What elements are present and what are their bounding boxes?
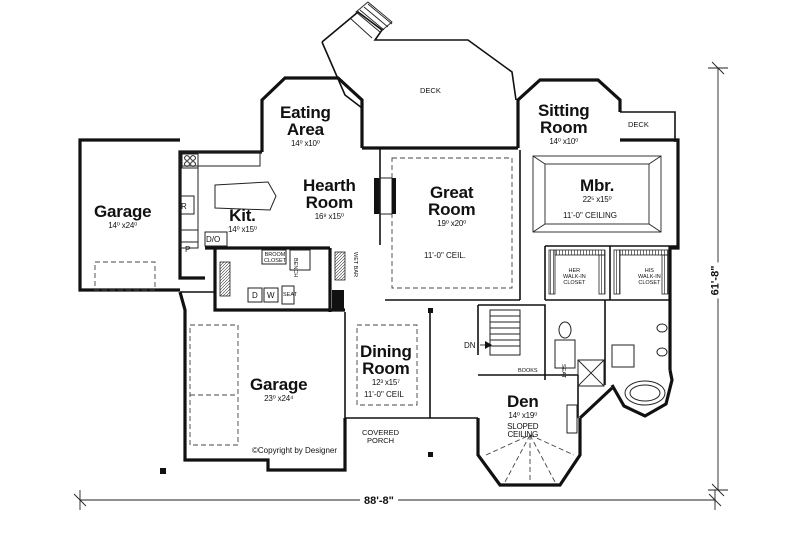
broom-closet-label: BROOM CLOSET <box>264 252 286 264</box>
garage-large-name: Garage <box>250 375 308 394</box>
mbr-name: Mbr. <box>580 176 615 195</box>
stairs-down-label: DN <box>464 341 476 350</box>
washer-label: W <box>267 291 275 300</box>
hearth-room-name-2: Room <box>305 193 354 212</box>
her-closet-1: HER <box>568 268 581 274</box>
books-label: BOOKS <box>518 368 538 374</box>
her-closet-label: HER WALK-IN CLOSET <box>563 268 586 286</box>
great-room-name-2: Room <box>428 200 476 219</box>
seat-laundry-label: SEAT <box>283 292 297 298</box>
master-bath-fixtures <box>554 321 668 406</box>
dimension-lines <box>73 61 728 510</box>
den-ceiling-2: CEILING <box>507 430 539 439</box>
covered-porch-label: COVERED PORCH <box>362 429 399 444</box>
master-closets <box>548 249 669 295</box>
garage-large-dims: 23⁰ x24⁴ <box>264 394 294 403</box>
den-ceiling-1: SLOPED <box>507 422 539 431</box>
fireplace <box>160 177 578 474</box>
covered-porch-name-2: PORCH <box>367 435 395 445</box>
great-room-name-1: Great <box>429 183 474 202</box>
sitting-room-name-2: Room <box>540 118 588 137</box>
bench-label: BENCH <box>292 258 298 278</box>
dashed-features <box>94 155 662 483</box>
deck-outline <box>321 1 517 109</box>
her-closet-2: WALK-IN <box>563 274 586 280</box>
overall-width: 88'-8" <box>360 496 398 507</box>
dining-room-name-2: Room <box>362 359 410 378</box>
mbr-ceiling: 11'-0" CEILING <box>563 211 618 220</box>
eating-area-name-2: Area <box>286 120 324 139</box>
stairs <box>480 309 521 356</box>
dryer-label: D <box>252 291 258 300</box>
refrigerator-label: R <box>181 202 187 211</box>
hearth-room-name-1: Hearth <box>303 176 356 195</box>
interior-walls <box>180 148 678 419</box>
mbr-dims: 22⁵ x15⁰ <box>582 195 612 204</box>
dining-room-dims: 12³ x15⁷ <box>371 378 400 387</box>
pantry-label: P <box>185 245 191 254</box>
great-room-label: Great Room 19⁰ x20⁰ <box>428 183 476 228</box>
sitting-room-dims: 14⁰ x10⁰ <box>549 137 579 146</box>
garage-small-dims: 14⁰ x24⁰ <box>108 221 138 230</box>
den-dims: 14⁰ x19⁰ <box>508 411 538 420</box>
dining-room-ceiling: 11'-0" CEIL <box>364 390 404 399</box>
covered-porch-name-1: COVERED <box>362 428 400 437</box>
his-closet-3: CLOSET <box>638 280 661 286</box>
den-label: Den 14⁰ x19⁰ SLOPED CEILING <box>507 393 539 439</box>
kitchen-name: Kit. <box>229 206 256 225</box>
her-closet-3: CLOSET <box>563 280 586 286</box>
eating-area-dims: 14⁰ x10⁰ <box>290 139 320 148</box>
sitting-room-label: Sitting Room 14⁰ x10⁰ <box>538 101 590 146</box>
eating-area-label: Eating Area 14⁰ x10⁰ <box>280 104 331 148</box>
mbr-label: Mbr. 22⁵ x15⁰ <box>580 177 614 204</box>
kitchen-label: Kit. 14⁰ x15⁰ <box>228 207 257 234</box>
his-closet-label: HIS WALK-IN CLOSET <box>638 268 661 286</box>
kitchen-dims: 14⁰ x15⁰ <box>228 225 257 234</box>
deck-small-label: DECK <box>628 120 649 129</box>
his-closet-2: WALK-IN <box>638 274 661 280</box>
kitchen-fixtures <box>179 151 311 305</box>
seat-bath-label: SEAT <box>560 364 566 378</box>
dining-room-label: Dining Room 12³ x15⁷ <box>360 343 412 387</box>
deck-main-label: DECK <box>420 86 441 95</box>
eating-area-name-1: Eating <box>280 103 331 122</box>
overall-depth: 61'-8" <box>709 262 722 299</box>
broom-closet-2: CLOSET <box>264 258 287 264</box>
wet-bar-label: WET BAR <box>352 252 358 277</box>
dishwasher-oven-label: D/O <box>206 235 221 244</box>
great-room-ceiling: 11'-0" CEIL. <box>424 251 467 260</box>
sitting-room-name-1: Sitting <box>538 101 590 120</box>
hearth-room-label: Hearth Room 16⁹ x15⁰ <box>303 177 356 221</box>
his-closet-1: HIS <box>644 268 654 274</box>
den-name: Den <box>507 392 539 411</box>
broom-closet-1: BROOM <box>264 252 286 258</box>
garage-small-name: Garage <box>94 202 152 221</box>
garage-large-label: Garage 23⁰ x24⁴ <box>250 375 308 403</box>
dining-room-name-1: Dining <box>360 342 412 361</box>
hearth-room-dims: 16⁹ x15⁰ <box>314 212 344 221</box>
copyright-text: ©Copyright by Designer <box>252 446 338 455</box>
garage-small-label: Garage 14⁰ x24⁰ <box>94 202 152 230</box>
great-room-dims: 19⁰ x20⁰ <box>437 219 467 228</box>
